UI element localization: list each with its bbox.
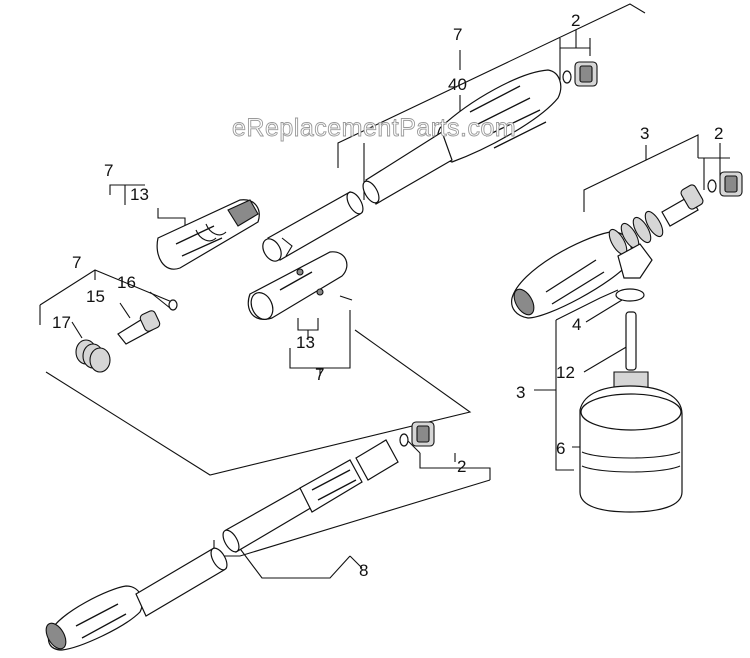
callout-6: 6 <box>556 439 565 458</box>
callout-40: 40 <box>448 75 467 94</box>
watermark-text: eReplacementParts.com <box>232 114 516 142</box>
foam-bottle-assembly <box>579 288 683 513</box>
nozzle-housing-left <box>156 199 260 270</box>
callout-8: 8 <box>359 561 368 580</box>
callout-3-top: 3 <box>640 124 649 143</box>
callout-7-top: 7 <box>453 25 462 44</box>
fitting-2-bottom <box>399 421 435 447</box>
spring-17 <box>75 339 111 373</box>
callout-12: 12 <box>556 363 575 382</box>
bottom-wand-assembly <box>45 439 399 651</box>
pickup-tube-12 <box>625 311 637 371</box>
foam-lance-assembly <box>511 184 704 319</box>
callout-2-bottom: 2 <box>457 457 466 476</box>
wand-lower-nozzle <box>47 585 143 651</box>
leader-lines <box>39 3 730 579</box>
parts-16-15-17 <box>75 299 178 373</box>
top-wand-assembly <box>262 69 562 262</box>
wand-lower-tube <box>135 547 225 617</box>
callout-2-top: 2 <box>571 11 580 30</box>
callout-17: 17 <box>52 313 71 332</box>
callout-7-left: 7 <box>104 161 113 180</box>
callout-labels: 7 40 2 3 2 7 13 7 16 15 17 13 7 4 12 3 6… <box>52 11 723 580</box>
callout-3-side: 3 <box>516 383 525 402</box>
wand-tube-mid <box>267 191 361 261</box>
o-ring-4 <box>615 288 645 302</box>
callout-4: 4 <box>572 315 581 334</box>
callout-13-center: 13 <box>296 333 315 352</box>
wand-lower-grip <box>299 459 363 513</box>
callout-7-center: 7 <box>315 365 324 384</box>
wand-tube-upper <box>365 131 453 205</box>
foam-lance-spring <box>608 210 664 256</box>
fitting-2-top <box>562 61 598 87</box>
callout-13-left: 13 <box>130 185 149 204</box>
callout-2-right: 2 <box>714 124 723 143</box>
callout-15: 15 <box>86 287 105 306</box>
fitting-2-right <box>707 171 743 197</box>
callout-7-mid-left: 7 <box>72 253 81 272</box>
callout-16: 16 <box>117 273 136 292</box>
wand-lower-tube-2 <box>225 485 315 553</box>
nozzle-shell-center <box>247 251 353 320</box>
